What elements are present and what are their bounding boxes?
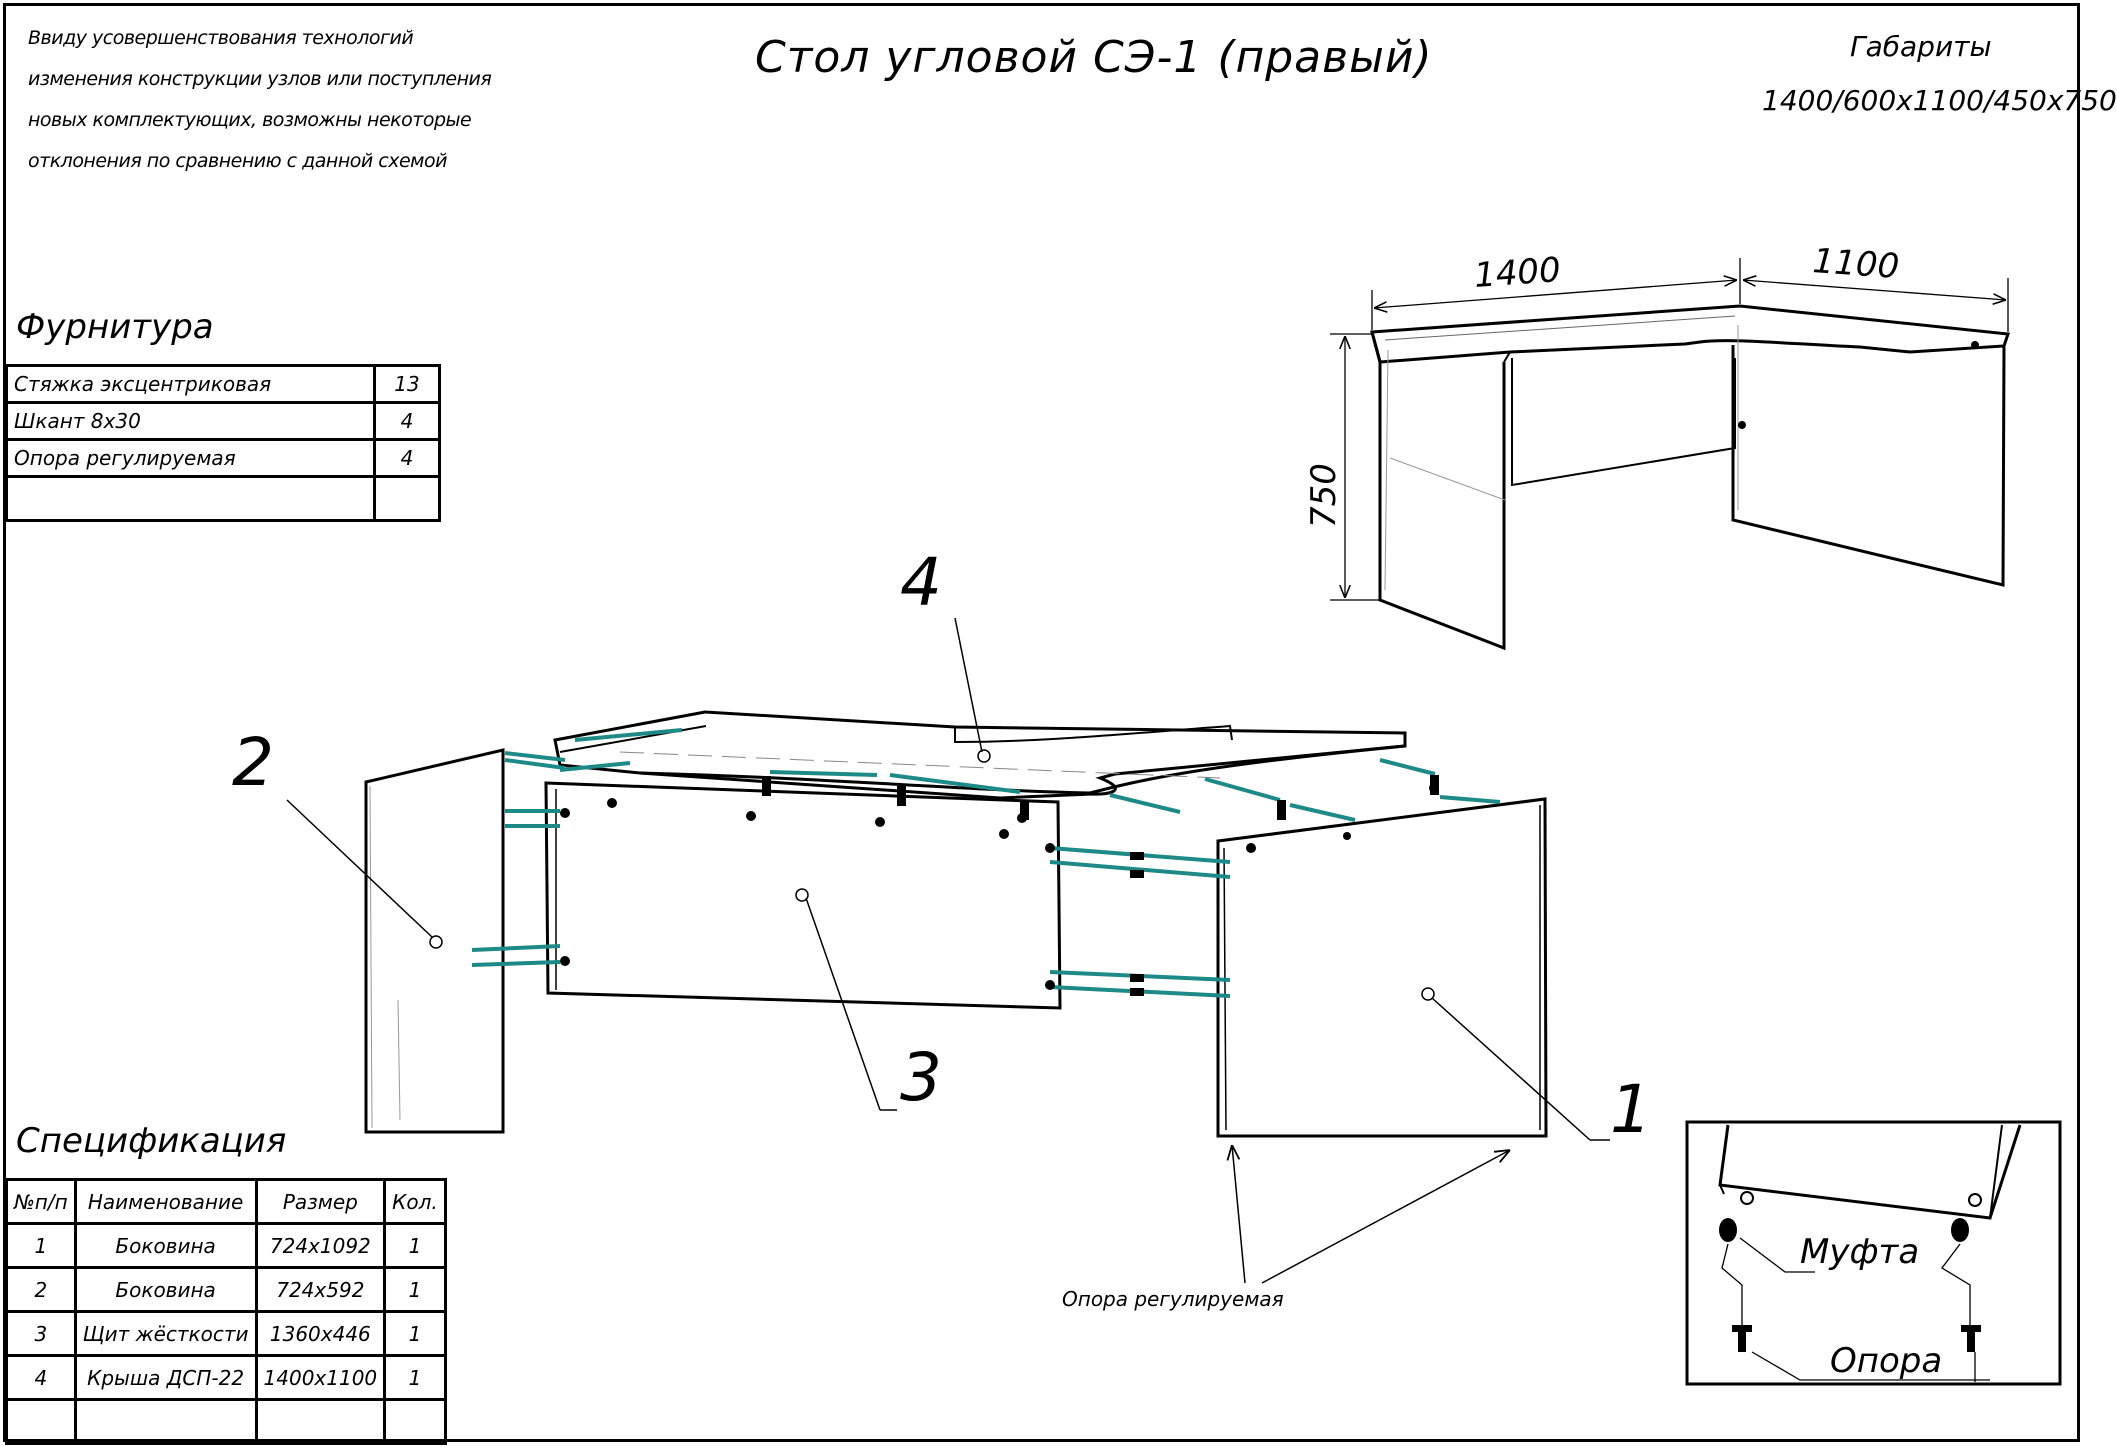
hardware-name: Стяжка эксцентриковая	[5, 364, 376, 404]
spec-cell: 1400х1100	[254, 1354, 387, 1401]
overview-width1: 1400	[1473, 250, 1562, 296]
part-3-stiffener	[544, 781, 1062, 1010]
part-label-2: 2	[232, 724, 274, 801]
leader-lines	[286, 617, 1610, 1284]
overview-height: 750	[1304, 463, 1344, 528]
note-line: отклонения по сравнению с данной схемой	[28, 150, 447, 172]
part-2-side	[364, 748, 505, 1134]
table-row: 2 Боковина 724х592 1	[5, 1266, 447, 1313]
table-row: Стяжка эксцентриковая 13	[5, 364, 441, 404]
spec-cell: 1	[383, 1310, 447, 1357]
spec-cell: 1	[383, 1354, 447, 1401]
leg-label: Опора регулируемая	[1062, 1287, 1284, 1311]
spec-cell: 1	[383, 1266, 447, 1313]
part-label-4: 4	[900, 544, 942, 621]
coupling-icons	[1719, 1218, 1969, 1242]
hardware-qty: 4	[373, 438, 441, 478]
spec-cell	[73, 1398, 258, 1445]
spec-cell: Боковина	[73, 1266, 258, 1313]
hardware-name	[5, 475, 376, 522]
overview-width2: 1100	[1811, 241, 1900, 287]
spec-cell: Боковина	[73, 1222, 258, 1269]
table-row: 4 Крыша ДСП-22 1400х1100 1	[5, 1354, 447, 1401]
spec-cell: 2	[5, 1266, 77, 1313]
drawing-frame	[3, 3, 2080, 1442]
table-row	[5, 475, 441, 522]
spec-table: №п/п Наименование Размер Кол. 1 Боковина…	[5, 1178, 447, 1445]
drawing-title: Стол угловой СЭ-1 (правый)	[755, 32, 1433, 83]
spec-cell: 1	[383, 1222, 447, 1269]
hardware-qty	[373, 475, 441, 522]
table-row: 1 Боковина 724х1092 1	[5, 1222, 447, 1269]
support-label: Опора	[1830, 1341, 1942, 1381]
support-icons	[1732, 1325, 1981, 1352]
hardware-name: Опора регулируемая	[5, 438, 376, 478]
table-row: Опора регулируемая 4	[5, 438, 441, 478]
note-line: Ввиду усовершенствования технологий	[28, 27, 414, 49]
spec-header: №п/п	[5, 1178, 77, 1225]
hardware-title: Фурнитура	[16, 307, 214, 347]
spec-cell: 3	[5, 1310, 77, 1357]
spec-cell: 1	[5, 1222, 77, 1269]
spec-title: Спецификация	[16, 1121, 287, 1161]
connector-lines	[471, 728, 1501, 998]
spec-header: Кол.	[383, 1178, 447, 1225]
spec-cell: 1360х446	[254, 1310, 387, 1357]
hardware-name: Шкант 8х30	[5, 401, 376, 441]
spec-header: Наименование	[73, 1178, 258, 1225]
spec-cell	[254, 1398, 387, 1445]
spec-header: Размер	[254, 1178, 387, 1225]
spec-cell	[383, 1398, 447, 1445]
part-label-3: 3	[900, 1039, 942, 1116]
dimensions-value: 1400/600х1100/450х750	[1762, 84, 2117, 117]
spec-cell: 724х592	[254, 1266, 387, 1313]
dimensions-label: Габариты	[1850, 30, 1992, 63]
exploded-view	[364, 710, 1548, 1138]
hardware-qty: 4	[373, 401, 441, 441]
detail-inset	[1685, 1120, 2062, 1386]
spec-cell: Щит жёсткости	[73, 1310, 258, 1357]
table-row: 3 Щит жёсткости 1360х446 1	[5, 1310, 447, 1357]
table-header-row: №п/п Наименование Размер Кол.	[5, 1178, 447, 1225]
assembled-desk-view	[1330, 258, 2011, 651]
spec-cell	[5, 1398, 77, 1445]
part-label-1: 1	[1610, 1071, 1652, 1148]
spec-cell: 724х1092	[254, 1222, 387, 1269]
spec-cell: Крыша ДСП-22	[73, 1354, 258, 1401]
table-row	[5, 1398, 447, 1445]
part-1-side	[1216, 797, 1548, 1138]
table-row: Шкант 8х30 4	[5, 401, 441, 441]
hardware-qty: 13	[373, 364, 441, 404]
fastener-dots	[560, 775, 1439, 996]
spec-cell: 4	[5, 1354, 77, 1401]
coupling-label: Муфта	[1800, 1232, 1919, 1272]
hardware-table: Стяжка эксцентриковая 13 Шкант 8х30 4 Оп…	[5, 364, 441, 522]
